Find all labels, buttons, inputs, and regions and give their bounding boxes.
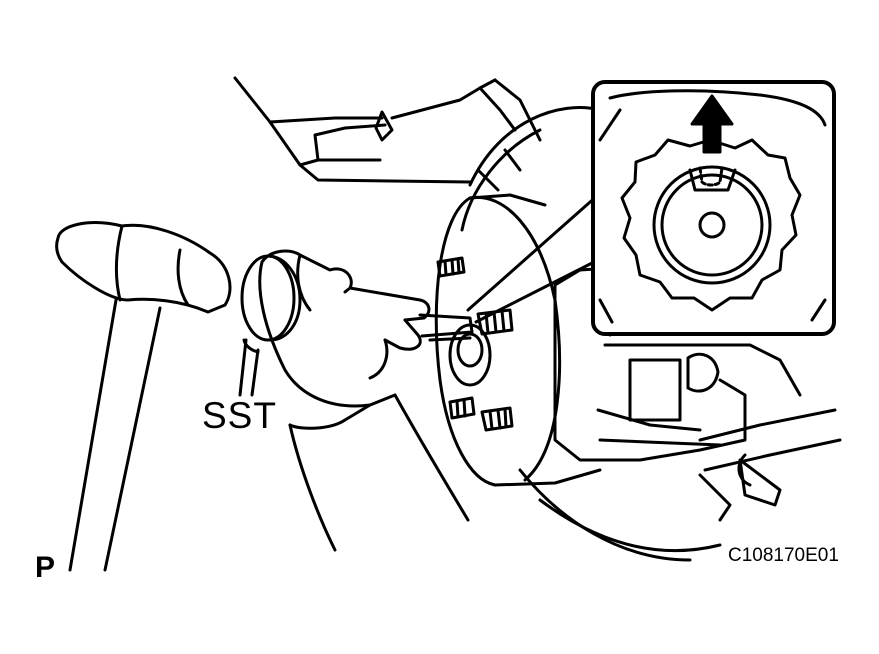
axle-hub	[434, 193, 602, 487]
hammer-marker-label: P	[35, 551, 56, 584]
up-arrow-icon	[690, 94, 734, 154]
hammer-icon	[55, 221, 232, 572]
wheel-stud	[436, 256, 466, 278]
brake-rotor	[460, 106, 722, 562]
sst-leader-lines	[238, 338, 260, 397]
hub-nut-outline	[620, 138, 802, 312]
suspension-strut	[233, 76, 542, 184]
wheel-stud	[480, 406, 514, 432]
tie-rod	[698, 408, 842, 522]
callout-leader	[466, 193, 600, 324]
wheel-stud	[448, 396, 476, 420]
hand	[258, 249, 431, 430]
sst-label: SST	[202, 395, 277, 436]
arm-sleeve	[288, 393, 470, 552]
figure-code: C108170E01	[728, 545, 839, 566]
inset-detail	[591, 80, 836, 336]
